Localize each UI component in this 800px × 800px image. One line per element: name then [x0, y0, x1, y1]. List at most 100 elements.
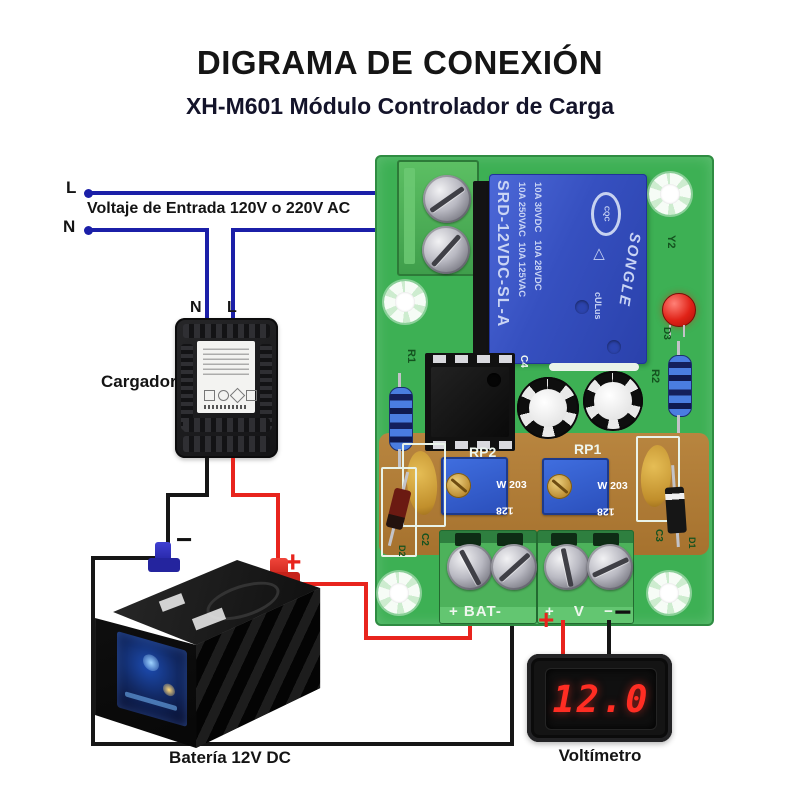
cqc-cert-icon: CQC: [591, 192, 621, 236]
ac-terminal-side-tab: [404, 168, 415, 264]
ac-terminal-screw-2: [422, 226, 470, 274]
trimmer-marking-top: W 203: [597, 479, 628, 492]
wire-battery-positive-h2: [364, 636, 472, 640]
battery-plus-symbol: +: [284, 546, 302, 579]
relay-ratings-2: 10A 30VDC 10A 28VDC: [532, 182, 543, 291]
trimmer-rp2: W 203 128: [441, 457, 527, 516]
battery-label-badge: [163, 682, 175, 698]
d1-silkscreen: D1: [687, 537, 697, 549]
charger-barcode: [204, 405, 248, 409]
wire-battery-negative-h1: [93, 556, 157, 560]
relay-dimple-1: [575, 300, 589, 314]
triangle-cert-icon: △: [590, 244, 607, 262]
charger-label: Cargador: [101, 372, 177, 391]
ac-terminal-block: [397, 160, 479, 276]
battery-negative-terminal-base: [148, 558, 180, 572]
charger-grille-bottom: [183, 418, 270, 432]
voltmeter-minus-symbol: −: [614, 596, 632, 629]
relay-ratings-1: 10A 250VAC 10A 125VAC: [516, 182, 527, 298]
trimmer-rp1: W 203 128: [542, 458, 628, 517]
d2-silkscreen: D2: [397, 545, 407, 557]
wire-charger-line-h: [231, 228, 376, 232]
resistor-r2: [668, 355, 692, 417]
v-terminal-silkscreen: + V −: [545, 603, 613, 620]
wire-charger-positive-v1: [231, 458, 235, 496]
trimmer-marking-bottom: 128: [496, 504, 514, 517]
trimmer-marking-bottom: 128: [597, 505, 615, 518]
mount-hole-left: [384, 281, 426, 323]
ul-cert-icon: cULus: [593, 292, 603, 320]
wire-bat-minus-to-pcb: [510, 620, 514, 746]
r1-lead-top: [398, 373, 401, 389]
page-subtitle: XH-M601 Módulo Controlador de Carga: [185, 93, 615, 119]
c4-silkscreen: C4: [518, 355, 529, 368]
relay-dimple-2: [607, 340, 621, 354]
voltmeter-reading: 12.0: [552, 677, 650, 721]
c3-silkscreen: C3: [653, 529, 664, 542]
rp2-silkscreen: RP2: [469, 444, 497, 460]
r2-silkscreen: R2: [649, 369, 661, 384]
relay-brand-text: SONGLE: [615, 231, 644, 309]
charger-line-terminal-label: L: [227, 299, 237, 316]
charger: [175, 318, 278, 458]
wire-battery-negative-v: [91, 556, 95, 746]
wire-voltmeter-negative: [607, 620, 611, 662]
bat-terminal-silkscreen: + BAT-: [449, 603, 502, 620]
mount-hole-top-right: [649, 173, 691, 215]
ic-pin1-dot: [487, 373, 501, 387]
wire-battery-positive-h1: [288, 582, 368, 586]
trimmer-rp1-screw: [547, 474, 572, 499]
xh-m601-board: SRD-12VDC-SL-A 10A 250VAC 10A 125VAC 10A…: [375, 155, 714, 626]
led-lead-1: [669, 325, 671, 337]
ic-socket: [425, 353, 515, 451]
resistor-r1: [389, 387, 413, 451]
battery-label: Batería 12V DC: [169, 748, 291, 767]
ac-terminal-screw-1: [423, 175, 471, 223]
r2-lead-top: [677, 341, 680, 357]
charger-neutral-terminal-label: N: [190, 299, 202, 316]
ac-neutral-label: N: [63, 217, 76, 236]
wire-charger-line-v: [231, 228, 235, 322]
charger-grille-right: [260, 344, 272, 430]
r1-lead-bottom: [398, 449, 401, 467]
wire-charger-positive-h: [231, 493, 280, 497]
r2-lead-bottom: [677, 415, 680, 433]
page-title: DIGRAMA DE CONEXIÓN: [196, 44, 604, 81]
mount-hole-bottom-right: [648, 572, 690, 614]
wire-ac-neutral-h: [88, 228, 209, 232]
voltmeter-display: 12.0: [545, 668, 657, 730]
relay-silkscreen-slot: [549, 363, 639, 371]
wire-charger-negative-v2: [166, 493, 170, 553]
wire-charger-negative-h: [166, 493, 209, 497]
charger-spec-label: [197, 341, 257, 413]
v-minus-screw: [587, 544, 633, 590]
d2-silkscreen-box: [381, 467, 417, 557]
voltmeter-label: Voltímetro: [558, 746, 642, 765]
wire-ac-line: [88, 191, 376, 195]
bat-minus-screw: [491, 544, 537, 590]
wire-voltmeter-positive: [561, 620, 565, 662]
voltmeter-plus-symbol: +: [538, 604, 555, 635]
y2-silkscreen: Y2: [665, 235, 677, 249]
voltmeter: 12.0: [527, 654, 672, 742]
charger-grille-bottom2: [183, 436, 270, 452]
charger-cert-icons: [204, 387, 257, 404]
battery: [93, 545, 321, 750]
charger-spec-text-lines: [203, 347, 249, 375]
wire-charger-positive-v2: [276, 493, 280, 573]
wire-charger-negative-v1: [205, 458, 209, 496]
relay-model-text: SRD-12VDC-SL-A: [494, 180, 511, 328]
c2-silkscreen: C2: [419, 533, 430, 546]
v-plus-screw: [544, 544, 590, 590]
battery-label-glow: [143, 652, 159, 674]
ac-line-label: L: [66, 178, 77, 197]
bat-plus-screw: [447, 544, 493, 590]
c3-silkscreen-box: [636, 436, 680, 522]
mount-hole-bottom-left: [378, 572, 420, 614]
trimmer-rp2-screw: [446, 473, 471, 498]
rp1-silkscreen: RP1: [574, 441, 602, 457]
charger-grille-left: [181, 344, 193, 430]
charger-grille-top: [183, 324, 270, 338]
trimmer-marking-top: W 203: [496, 478, 527, 491]
